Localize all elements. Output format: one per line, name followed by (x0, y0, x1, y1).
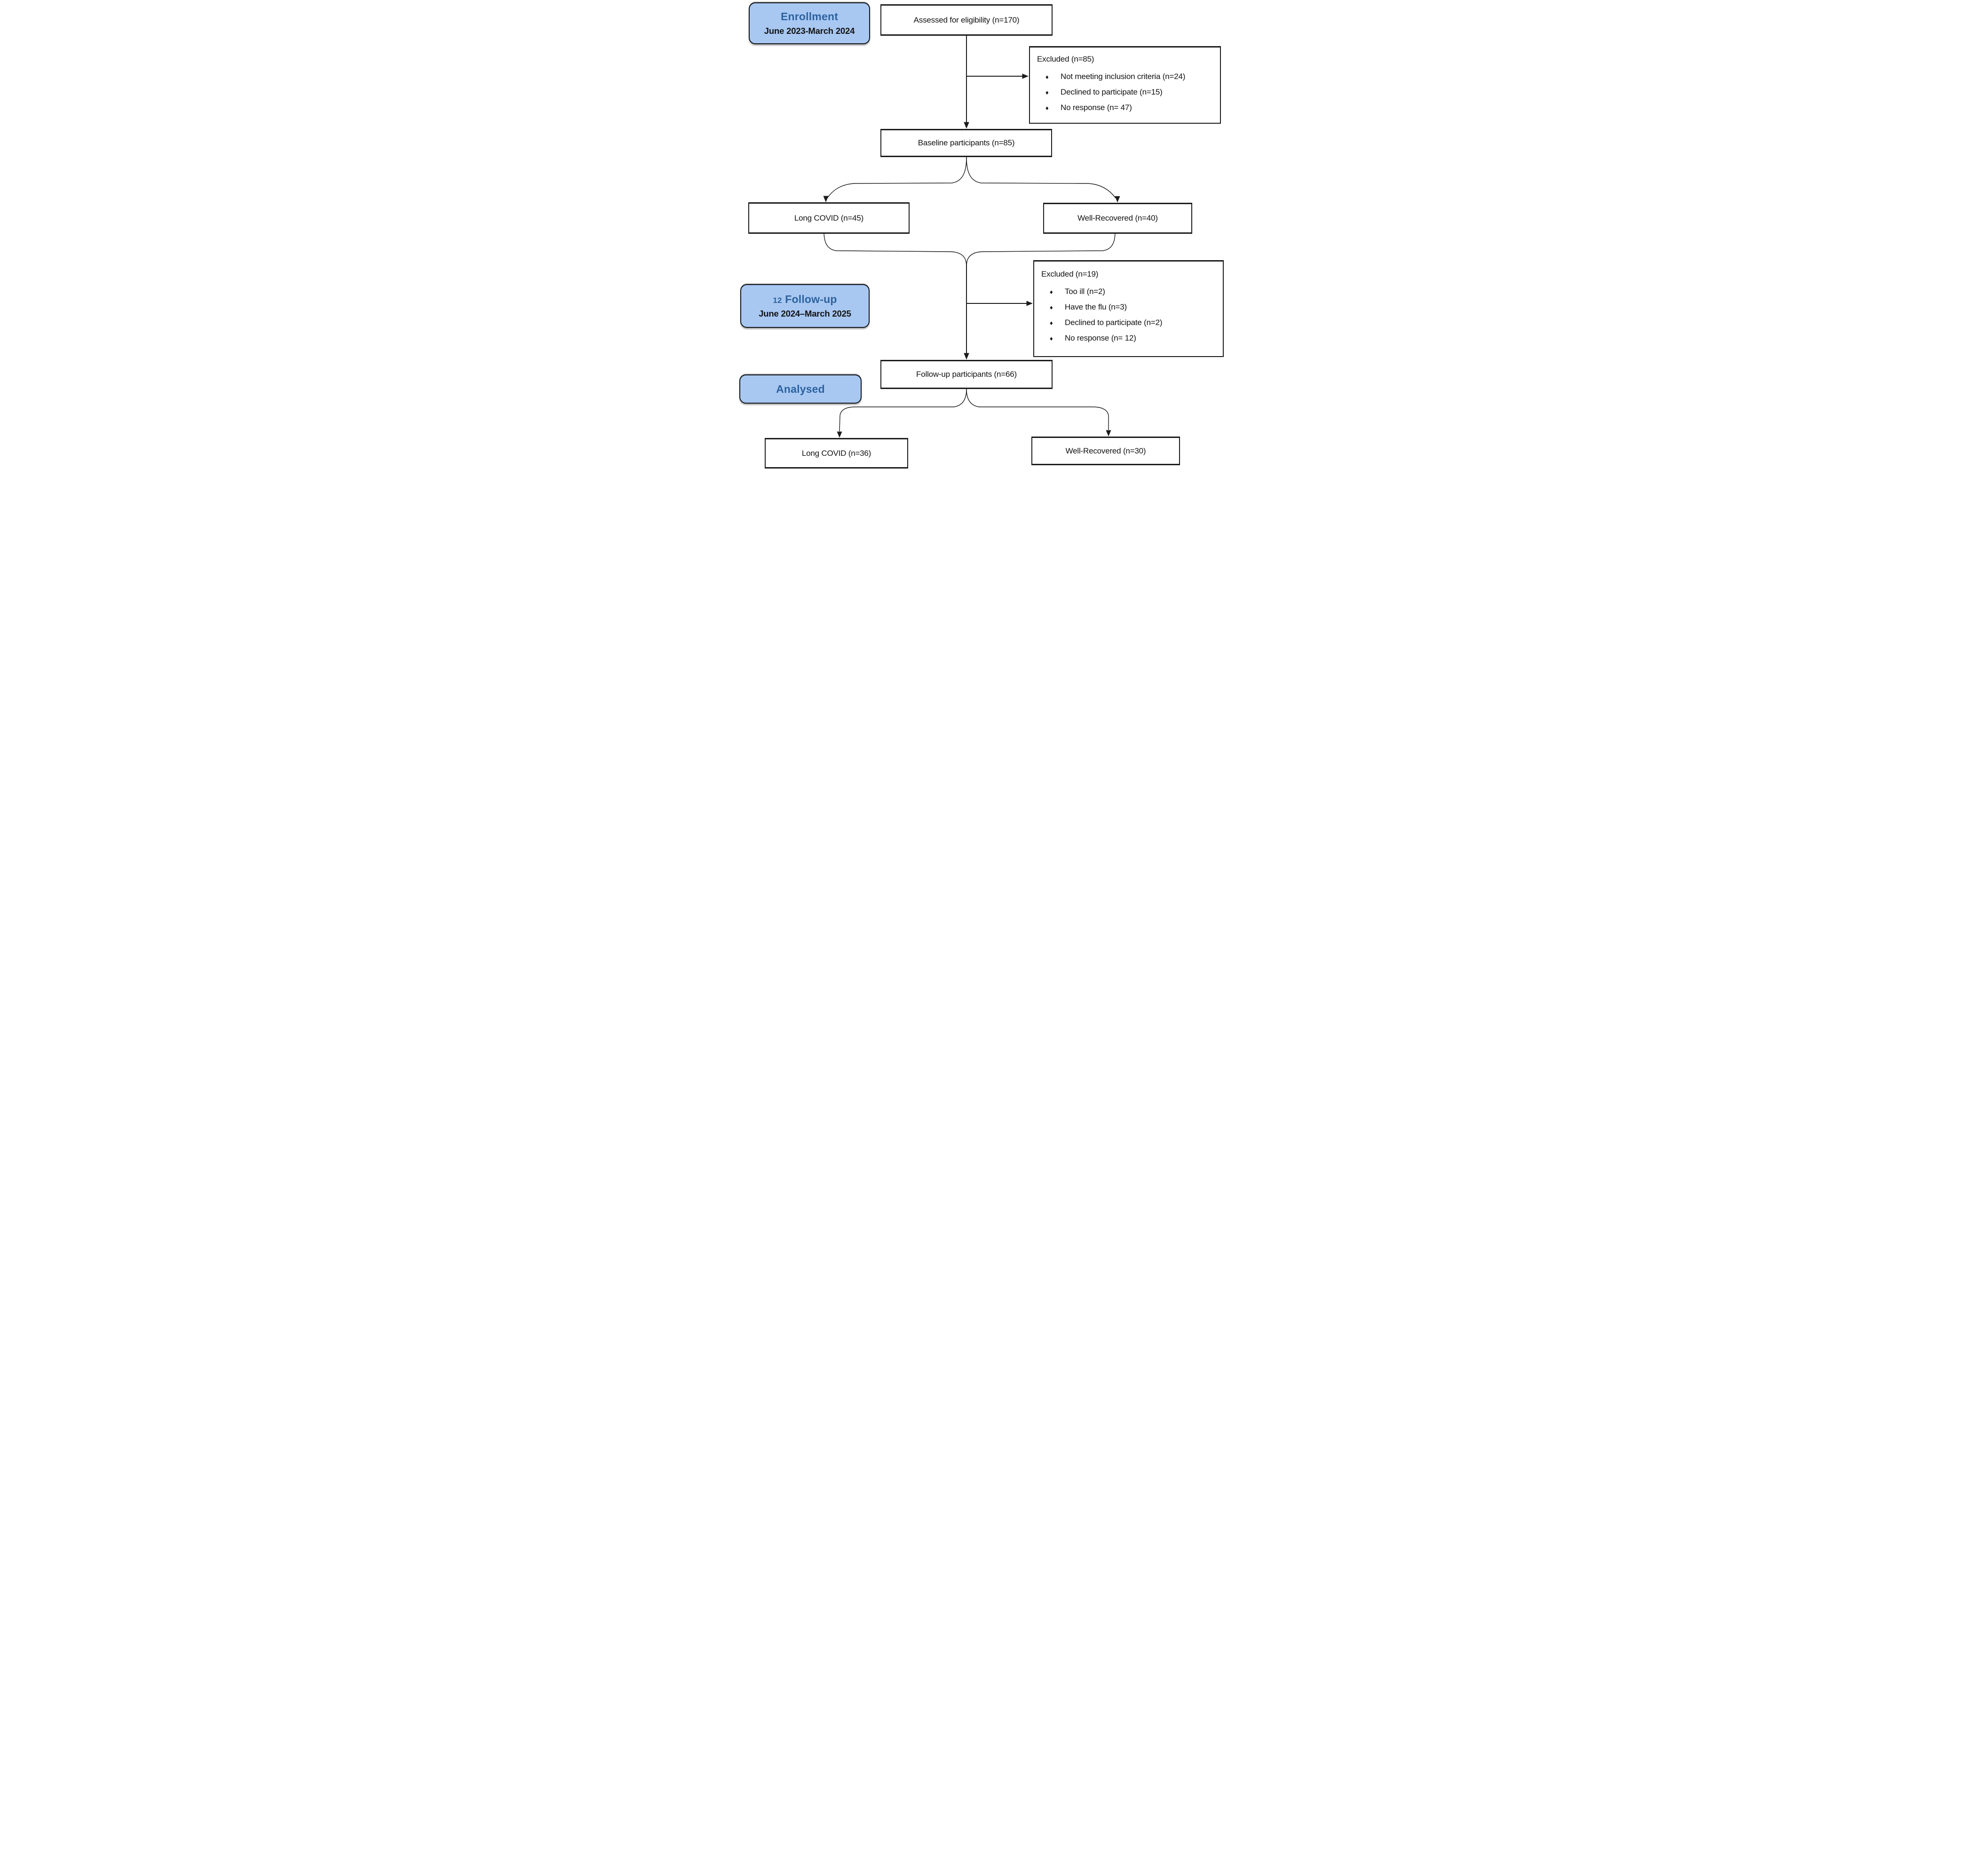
node-long-covid-followup: Long COVID (n=36) (765, 438, 908, 469)
excluded-followup-item: ♦ No response (n= 12) (1041, 333, 1219, 343)
excluded-followup-title: Excluded (n=19) (1041, 270, 1099, 278)
excluded-enrollment-item: ♦ Not meeting inclusion criteria (n=24) (1037, 71, 1216, 82)
arrowhead-into-long-covid-baseline (823, 196, 829, 202)
connector-split-baseline-left (827, 157, 967, 199)
excluded-followup-item-text: Declined to participate (n=2) (1065, 318, 1163, 327)
stage-analysed: Analysed (739, 374, 862, 404)
diamond-bullet-icon: ♦ (1045, 89, 1049, 96)
node-assessed: Assessed for eligibility (n=170) (880, 4, 1053, 36)
diamond-bullet-icon: ♦ (1050, 288, 1053, 295)
node-followup-participants-label: Follow-up participants (n=66) (916, 370, 1017, 379)
excluded-followup-item-text: No response (n= 12) (1065, 334, 1136, 342)
stage-enrollment-title: Enrollment (780, 10, 839, 23)
arrowhead-into-long-covid-followup (837, 431, 842, 438)
node-well-recovered-baseline: Well-Recovered (n=40) (1043, 203, 1192, 234)
excluded-enrollment-box: Excluded (n=85) ♦ Not meeting inclusion … (1029, 46, 1221, 124)
connector-split-followup-left (839, 389, 967, 432)
diamond-bullet-icon: ♦ (1045, 104, 1049, 111)
connector-split-baseline-right (966, 157, 1116, 199)
excluded-followup-box: Excluded (n=19) ♦ Too ill (n=2) ♦ Have t… (1033, 260, 1224, 357)
excluded-enrollment-item: ♦ No response (n= 47) (1037, 102, 1216, 113)
node-long-covid-baseline-label: Long COVID (n=45) (794, 213, 864, 223)
excluded-enrollment-item-text: No response (n= 47) (1061, 103, 1132, 112)
node-well-recovered-baseline-label: Well-Recovered (n=40) (1077, 214, 1158, 223)
stage-enrollment: Enrollment June 2023-March 2024 (749, 2, 870, 44)
diamond-bullet-icon: ♦ (1050, 319, 1053, 326)
stage-followup: 12 Follow-up June 2024–March 2025 (740, 284, 870, 328)
node-baseline: Baseline participants (n=85) (880, 129, 1052, 157)
connector-split-followup-right (966, 389, 1109, 430)
connector-merge-right (966, 233, 1116, 266)
arrowhead-into-baseline (964, 122, 969, 129)
stage-enrollment-dates: June 2023-March 2024 (764, 26, 855, 36)
arrowhead-into-excluded-enrollment (1022, 73, 1029, 79)
connector-merge-left (824, 233, 967, 266)
stage-analysed-title: Analysed (776, 382, 825, 395)
node-well-recovered-followup: Well-Recovered (n=30) (1031, 437, 1180, 465)
diamond-bullet-icon: ♦ (1045, 73, 1049, 80)
node-long-covid-baseline: Long COVID (n=45) (748, 202, 910, 234)
arrowhead-into-well-recovered-followup (1106, 430, 1111, 437)
excluded-enrollment-item-text: Declined to participate (n=15) (1061, 87, 1163, 96)
excluded-enrollment-item-text: Not meeting inclusion criteria (n=24) (1061, 72, 1186, 81)
stage-followup-prefix: 12 (773, 295, 782, 305)
arrowhead-into-well-recovered-baseline (1115, 196, 1120, 203)
excluded-followup-item: ♦ Have the flu (n=3) (1041, 302, 1219, 312)
excluded-followup-item-text: Too ill (n=2) (1065, 287, 1105, 296)
excluded-followup-item: ♦ Too ill (n=2) (1041, 286, 1219, 297)
node-long-covid-followup-label: Long COVID (n=36) (801, 448, 871, 458)
stage-followup-title: 12 Follow-up (773, 293, 837, 305)
stage-followup-dates: June 2024–March 2025 (759, 309, 851, 319)
excluded-followup-item: ♦ Declined to participate (n=2) (1041, 317, 1219, 328)
diamond-bullet-icon: ♦ (1050, 335, 1053, 342)
excluded-followup-item-text: Have the flu (n=3) (1065, 302, 1127, 311)
excluded-enrollment-item: ♦ Declined to participate (n=15) (1037, 87, 1216, 97)
flow-connectors (823, 36, 1120, 438)
excluded-enrollment-title: Excluded (n=85) (1037, 55, 1094, 64)
node-followup-participants: Follow-up participants (n=66) (880, 360, 1053, 389)
arrowhead-into-excluded-followup (1026, 301, 1033, 306)
diamond-bullet-icon: ♦ (1050, 304, 1053, 311)
node-assessed-label: Assessed for eligibility (n=170) (913, 15, 1020, 24)
consort-flow-diagram: Enrollment June 2023-March 2024 12 Follo… (736, 0, 1228, 469)
node-baseline-label: Baseline participants (n=85) (918, 138, 1015, 147)
arrowhead-into-followup-participants (964, 353, 969, 360)
node-well-recovered-followup-label: Well-Recovered (n=30) (1065, 446, 1146, 455)
stage-followup-title-text: Follow-up (785, 293, 837, 305)
